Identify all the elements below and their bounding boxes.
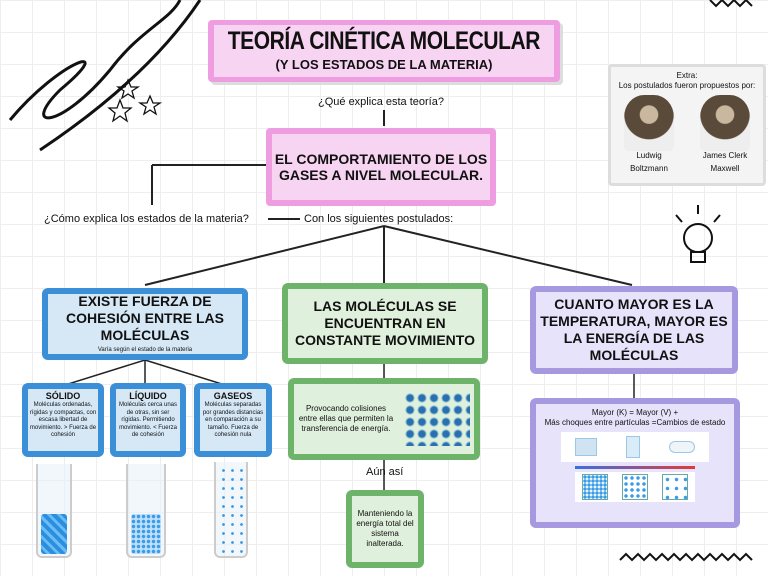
postulate-temperature: CUANTO MAYOR ES LA TEMPERATURA, MAYOR ES… — [530, 286, 738, 374]
states-of-matter-image — [561, 432, 709, 462]
state-title: SÓLIDO — [45, 391, 81, 401]
question-2: ¿Cómo explica los estados de la materia? — [44, 213, 249, 225]
collision-text: Provocando colisiones entre ellas que pe… — [298, 404, 394, 433]
person-surname: Maxwell — [710, 164, 740, 173]
temperature-gradient-bar — [575, 466, 695, 469]
state-title: LÍQUIDO — [129, 391, 167, 401]
stars-icon — [107, 78, 163, 123]
postulate-title: CUANTO MAYOR ES LA TEMPERATURA, MAYOR ES… — [540, 296, 728, 363]
state-text: Moléculas ordenadas, rígidas y compactas… — [29, 402, 97, 438]
postulate-title: LAS MOLÉCULAS SE ENCUENTRAN EN CONSTANTE… — [295, 298, 475, 348]
answer-text: EL COMPORTAMIENTO DE LOS GASES A NIVEL M… — [272, 134, 490, 200]
title-box: TEORÍA CINÉTICA MOLECULAR (Y LOS ESTADOS… — [208, 20, 560, 82]
extra-box: Extra: Los postulados fueron propuestos … — [608, 64, 766, 186]
energy-text: Manteniendo la energía total del sistema… — [356, 509, 414, 548]
postulate-note: Varía según el estado de la materia — [97, 347, 193, 354]
person-name: James Clerk — [702, 151, 748, 160]
state-title: GASEOS — [213, 391, 253, 401]
maxwell-portrait — [700, 95, 750, 151]
particle-diagrams-image — [575, 472, 695, 502]
temperature-box: Mayor (K) = Mayor (V) + Más choques entr… — [530, 398, 740, 528]
postulate-movement: LAS MOLÉCULAS SE ENCUENTRAN EN CONSTANTE… — [282, 283, 488, 364]
liquid-beaker-image — [126, 464, 166, 558]
boltzmann-portrait — [624, 95, 674, 151]
page-title: TEORÍA CINÉTICA MOLECULAR — [214, 25, 554, 57]
temperature-line-2: Más choques entre partículas =Cambios de… — [544, 418, 726, 427]
molecules-image — [404, 392, 470, 446]
question-2-answer: Con los siguientes postulados: — [304, 213, 454, 225]
solid-beaker-image — [36, 464, 72, 558]
state-text: Moléculas separadas por grandes distanci… — [202, 402, 264, 438]
temperature-line-1: Mayor (K) = Mayor (V) + — [591, 408, 679, 417]
page-title-text: TEORÍA CINÉTICA MOLECULAR — [227, 26, 541, 55]
lightbulb-icon — [675, 205, 721, 263]
person-name: Ludwig — [636, 151, 662, 160]
extra-title: Extra: — [676, 71, 698, 80]
question-1: ¿Qué explica esta teoría? — [318, 96, 444, 108]
extra-subtitle: Los postulados fueron propuestos por: — [618, 81, 756, 90]
page-subtitle: (Y LOS ESTADOS DE LA MATERIA) — [275, 57, 493, 72]
postulate-cohesion: EXISTE FUERZA DE COHESIÓN ENTRE LAS MOLÉ… — [42, 288, 248, 360]
connector-label: Aún así — [366, 466, 404, 478]
postulate-title: EXISTE FUERZA DE COHESIÓN ENTRE LAS MOLÉ… — [66, 293, 224, 344]
collision-box: Provocando colisiones entre ellas que pe… — [288, 378, 480, 460]
gas-beaker-image — [214, 462, 248, 558]
state-text: Moléculas cerca unas de otras, sin ser r… — [118, 402, 178, 438]
energy-box: Manteniendo la energía total del sistema… — [346, 490, 424, 568]
person-surname: Boltzmann — [630, 164, 668, 173]
answer-box: EL COMPORTAMIENTO DE LOS GASES A NIVEL M… — [266, 128, 496, 206]
